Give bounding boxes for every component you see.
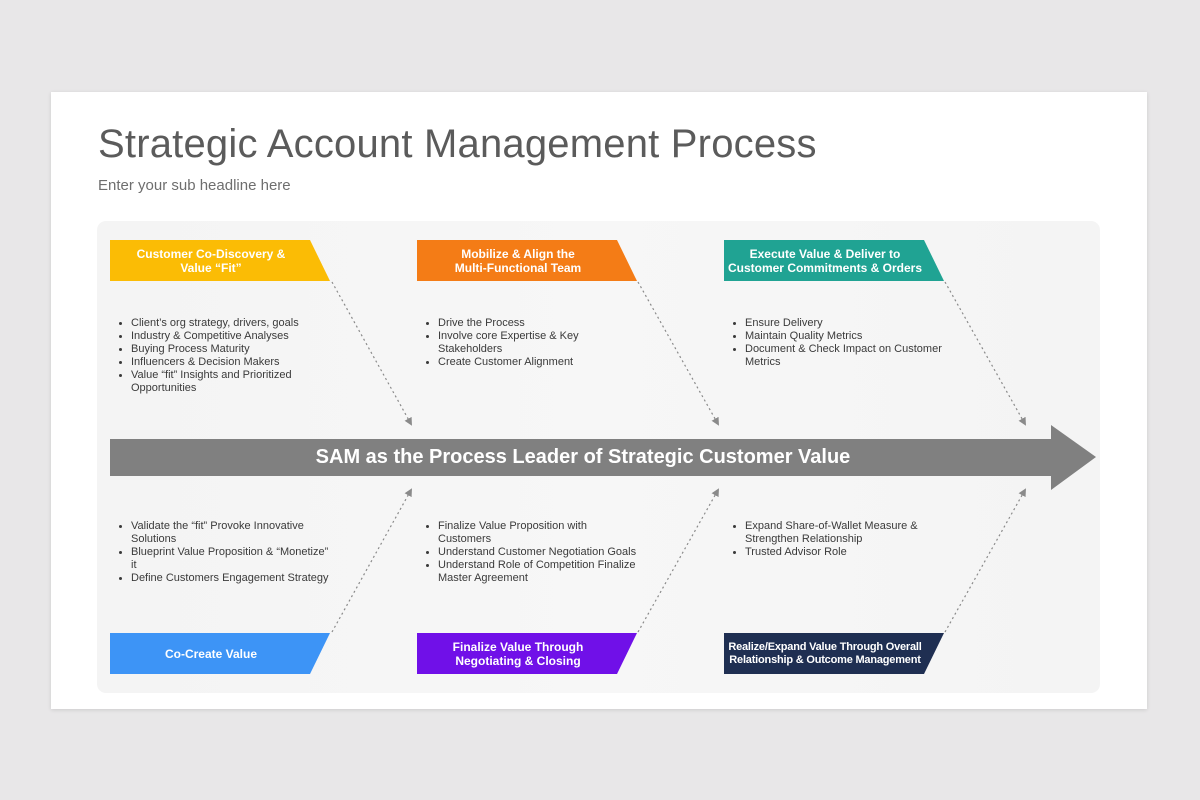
bullet-item: Blueprint Value Proposition & “Monetize”…: [131, 546, 331, 572]
step-banner-label: Realize/Expand Value Through Overall Rel…: [728, 640, 922, 666]
step-banner-finalize-value: Finalize Value Through Negotiating & Clo…: [417, 633, 637, 674]
bullet-item: Buying Process Maturity: [131, 343, 331, 356]
bullet-list-co-create-value: Validate the “fit” Provoke Innovative So…: [111, 520, 331, 585]
bullet-item: Value “fit” Insights and Prioritized Opp…: [131, 369, 331, 395]
bullet-item: Document & Check Impact on Customer Metr…: [745, 343, 945, 369]
bullet-list-execute-value: Ensure DeliveryMaintain Quality MetricsD…: [725, 317, 945, 369]
bullet-item: Involve core Expertise & Key Stakeholder…: [438, 330, 638, 356]
bullet-item: Understand Customer Negotiation Goals: [438, 546, 638, 559]
step-banner-label: Mobilize & Align the Multi-Functional Te…: [454, 246, 582, 275]
step-banner-mobilize-align: Mobilize & Align the Multi-Functional Te…: [417, 240, 637, 281]
bullet-item: Industry & Competitive Analyses: [131, 330, 331, 343]
bullet-item: Define Customers Engagement Strategy: [131, 572, 331, 585]
step-banner-label: Co-Create Value: [164, 646, 258, 661]
page-subtitle: Enter your sub headline here: [98, 177, 291, 194]
step-banner-execute-value: Execute Value & Deliver to Customer Comm…: [724, 240, 944, 281]
bullet-item: Create Customer Alignment: [438, 356, 638, 369]
bullet-list-mobilize-align: Drive the ProcessInvolve core Expertise …: [418, 317, 638, 369]
step-banner-label: Customer Co-Discovery & Value “Fit”: [136, 246, 286, 275]
bullet-item: Client’s org strategy, drivers, goals: [131, 317, 331, 330]
bullet-item: Expand Share-of-Wallet Measure & Strengt…: [745, 520, 945, 546]
bullet-item: Validate the “fit” Provoke Innovative So…: [131, 520, 331, 546]
bullet-item: Influencers & Decision Makers: [131, 356, 331, 369]
bullet-list-finalize-value: Finalize Value Proposition with Customer…: [418, 520, 638, 585]
center-arrow-label: SAM as the Process Leader of Strategic C…: [315, 446, 851, 468]
step-banner-customer-co-discovery: Customer Co-Discovery & Value “Fit”: [110, 240, 330, 281]
bullet-item: Ensure Delivery: [745, 317, 945, 330]
bullet-list-realize-expand: Expand Share-of-Wallet Measure & Strengt…: [725, 520, 945, 559]
bullet-item: Trusted Advisor Role: [745, 546, 945, 559]
bullet-item: Drive the Process: [438, 317, 638, 330]
page-title: Strategic Account Management Process: [98, 122, 817, 166]
bullet-item: Maintain Quality Metrics: [745, 330, 945, 343]
bullet-list-customer-co-discovery: Client’s org strategy, drivers, goalsInd…: [111, 317, 331, 395]
step-banner-realize-expand: Realize/Expand Value Through Overall Rel…: [724, 633, 944, 674]
bullet-item: Finalize Value Proposition with Customer…: [438, 520, 638, 546]
step-banner-co-create-value: Co-Create Value: [110, 633, 330, 674]
step-banner-label: Finalize Value Through Negotiating & Clo…: [452, 639, 584, 668]
bullet-item: Understand Role of Competition Finalize …: [438, 559, 638, 585]
step-banner-label: Execute Value & Deliver to Customer Comm…: [727, 246, 923, 275]
